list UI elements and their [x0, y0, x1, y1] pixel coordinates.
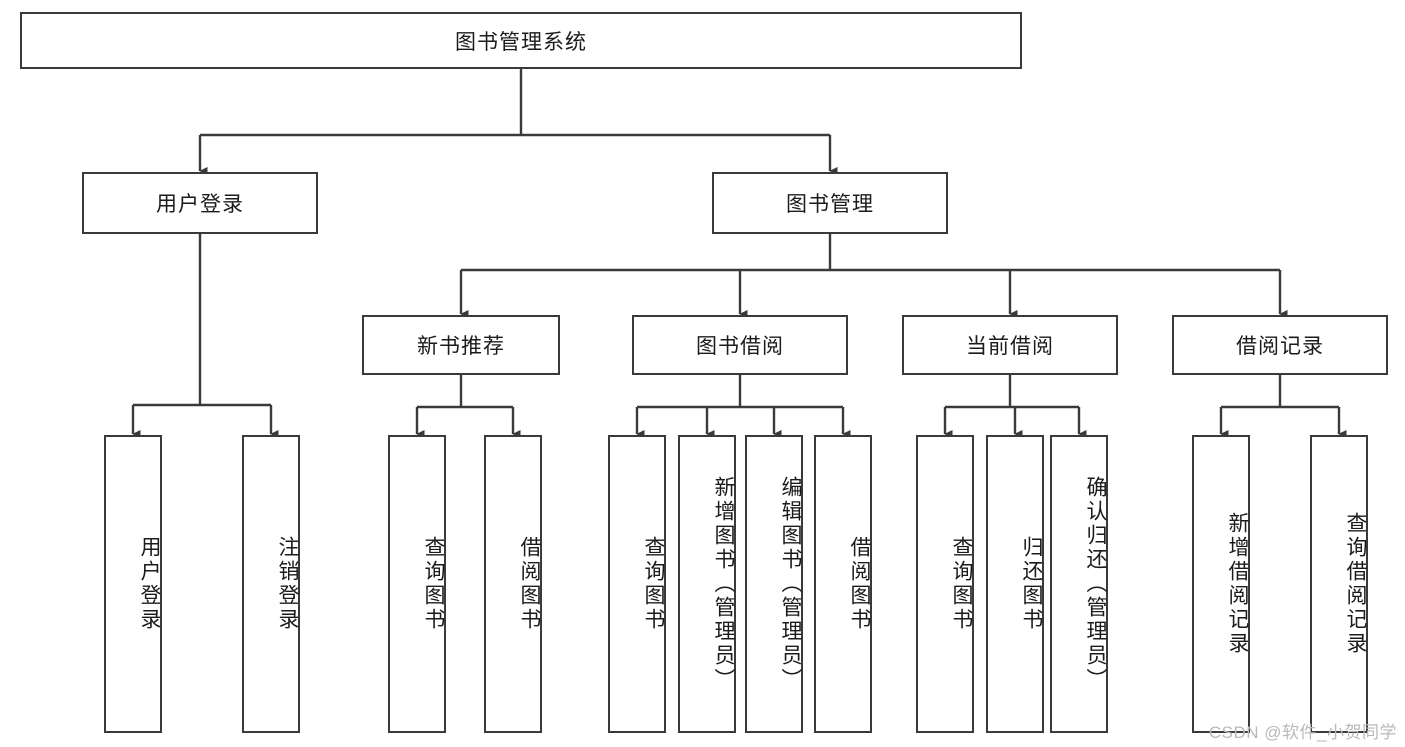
node-new-book-recommendation[interactable]: 新书推荐 — [362, 315, 560, 375]
node-root[interactable]: 图书管理系统 — [20, 12, 1022, 69]
node-current-borrow-label: 当前借阅 — [966, 335, 1054, 358]
node-user-login-label: 用户登录 — [156, 193, 244, 216]
leaf-user-login-label: 用户登录 — [138, 536, 161, 632]
leaf-return-book-label: 归还图书 — [1020, 536, 1043, 632]
node-current-borrow[interactable]: 当前借阅 — [902, 315, 1118, 375]
leaf-confirm-return-admin[interactable]: 确认归还（管理员） — [1050, 435, 1108, 733]
leaf-query-books-current-label: 查询图书 — [950, 536, 973, 632]
leaf-query-books-current[interactable]: 查询图书 — [916, 435, 974, 733]
node-book-borrow[interactable]: 图书借阅 — [632, 315, 848, 375]
leaf-query-books-borrow-label: 查询图书 — [642, 536, 665, 632]
leaf-add-book-admin-label: 新增图书（管理员） — [712, 476, 735, 692]
leaf-borrow-books-recommendation[interactable]: 借阅图书 — [484, 435, 542, 733]
node-borrow-record[interactable]: 借阅记录 — [1172, 315, 1388, 375]
node-book-management[interactable]: 图书管理 — [712, 172, 948, 234]
leaf-logout[interactable]: 注销登录 — [242, 435, 300, 733]
watermark: CSDN @软件_小贺同学 — [1208, 723, 1397, 742]
node-book-management-label: 图书管理 — [786, 193, 874, 216]
leaf-add-borrow-record[interactable]: 新增借阅记录 — [1192, 435, 1250, 733]
leaf-borrow-book[interactable]: 借阅图书 — [814, 435, 872, 733]
leaf-query-books-recommendation[interactable]: 查询图书 — [388, 435, 446, 733]
node-root-label: 图书管理系统 — [455, 30, 587, 54]
leaf-confirm-return-admin-label: 确认归还（管理员） — [1084, 476, 1107, 692]
leaf-borrow-book-label: 借阅图书 — [848, 536, 871, 632]
leaf-add-borrow-record-label: 新增借阅记录 — [1226, 512, 1249, 656]
leaf-add-book-admin[interactable]: 新增图书（管理员） — [678, 435, 736, 733]
node-book-borrow-label: 图书借阅 — [696, 335, 784, 358]
node-borrow-record-label: 借阅记录 — [1236, 335, 1324, 358]
leaf-user-login[interactable]: 用户登录 — [104, 435, 162, 733]
node-user-login[interactable]: 用户登录 — [82, 172, 318, 234]
leaf-query-borrow-record[interactable]: 查询借阅记录 — [1310, 435, 1368, 733]
leaf-borrow-books-recommendation-label: 借阅图书 — [518, 536, 541, 632]
leaf-edit-book-admin-label: 编辑图书（管理员） — [779, 476, 802, 692]
leaf-return-book[interactable]: 归还图书 — [986, 435, 1044, 733]
leaf-logout-label: 注销登录 — [276, 536, 299, 632]
leaf-query-books-recommendation-label: 查询图书 — [422, 536, 445, 632]
leaf-query-borrow-record-label: 查询借阅记录 — [1344, 512, 1367, 656]
leaf-query-books-borrow[interactable]: 查询图书 — [608, 435, 666, 733]
leaf-edit-book-admin[interactable]: 编辑图书（管理员） — [745, 435, 803, 733]
node-new-book-recommendation-label: 新书推荐 — [417, 335, 505, 358]
